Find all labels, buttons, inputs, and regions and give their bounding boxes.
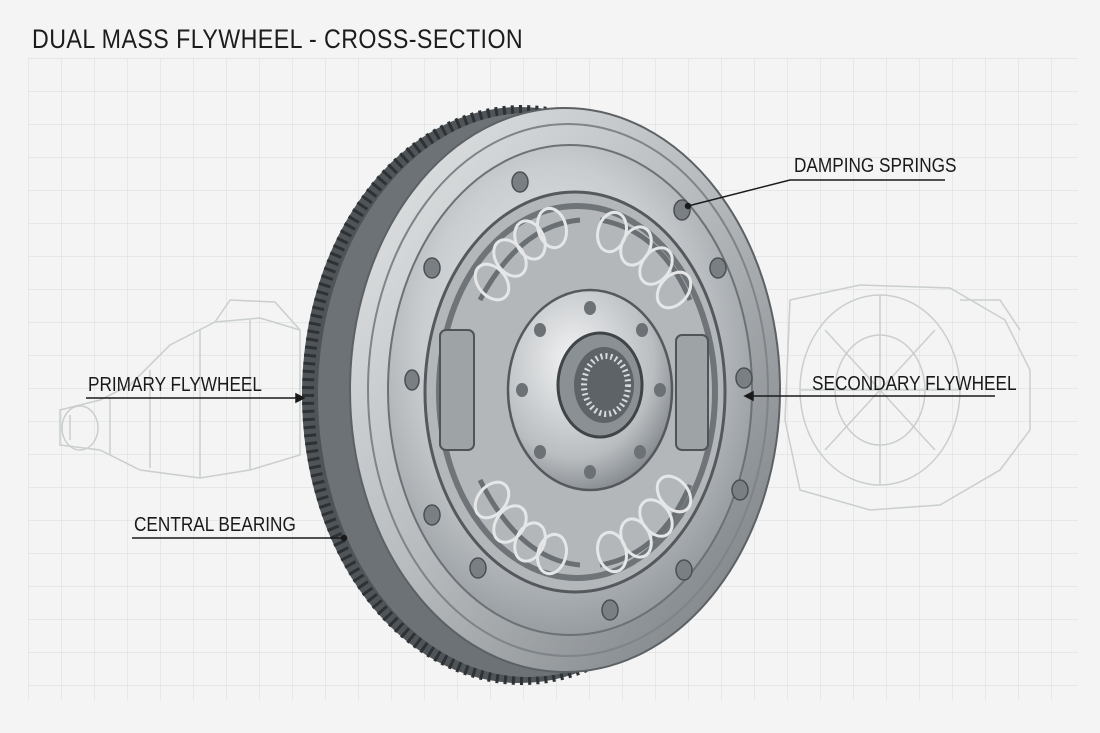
splined-bore (581, 353, 631, 417)
diagram-title: DUAL MASS FLYWHEEL - CROSS-SECTION (32, 24, 524, 54)
label-central-bearing: CENTRAL BEARING (134, 514, 296, 536)
label-damping-springs: DAMPING SPRINGS (794, 155, 957, 177)
flywheel-assembly (302, 105, 781, 685)
leader-damping-springs (687, 179, 945, 207)
hub-bolt-holes (516, 301, 666, 479)
label-primary-flywheel: PRIMARY FLYWHEEL (88, 374, 262, 396)
callout-leaders (86, 179, 995, 542)
background-engine-sketch-left (59, 299, 301, 479)
label-secondary-flywheel: SECONDARY FLYWHEEL (812, 373, 1017, 395)
spring-coils (473, 206, 693, 576)
background-engine-sketch-right (784, 284, 1031, 511)
spring-retainer-right (675, 334, 709, 451)
spring-retainer-left (439, 329, 475, 451)
